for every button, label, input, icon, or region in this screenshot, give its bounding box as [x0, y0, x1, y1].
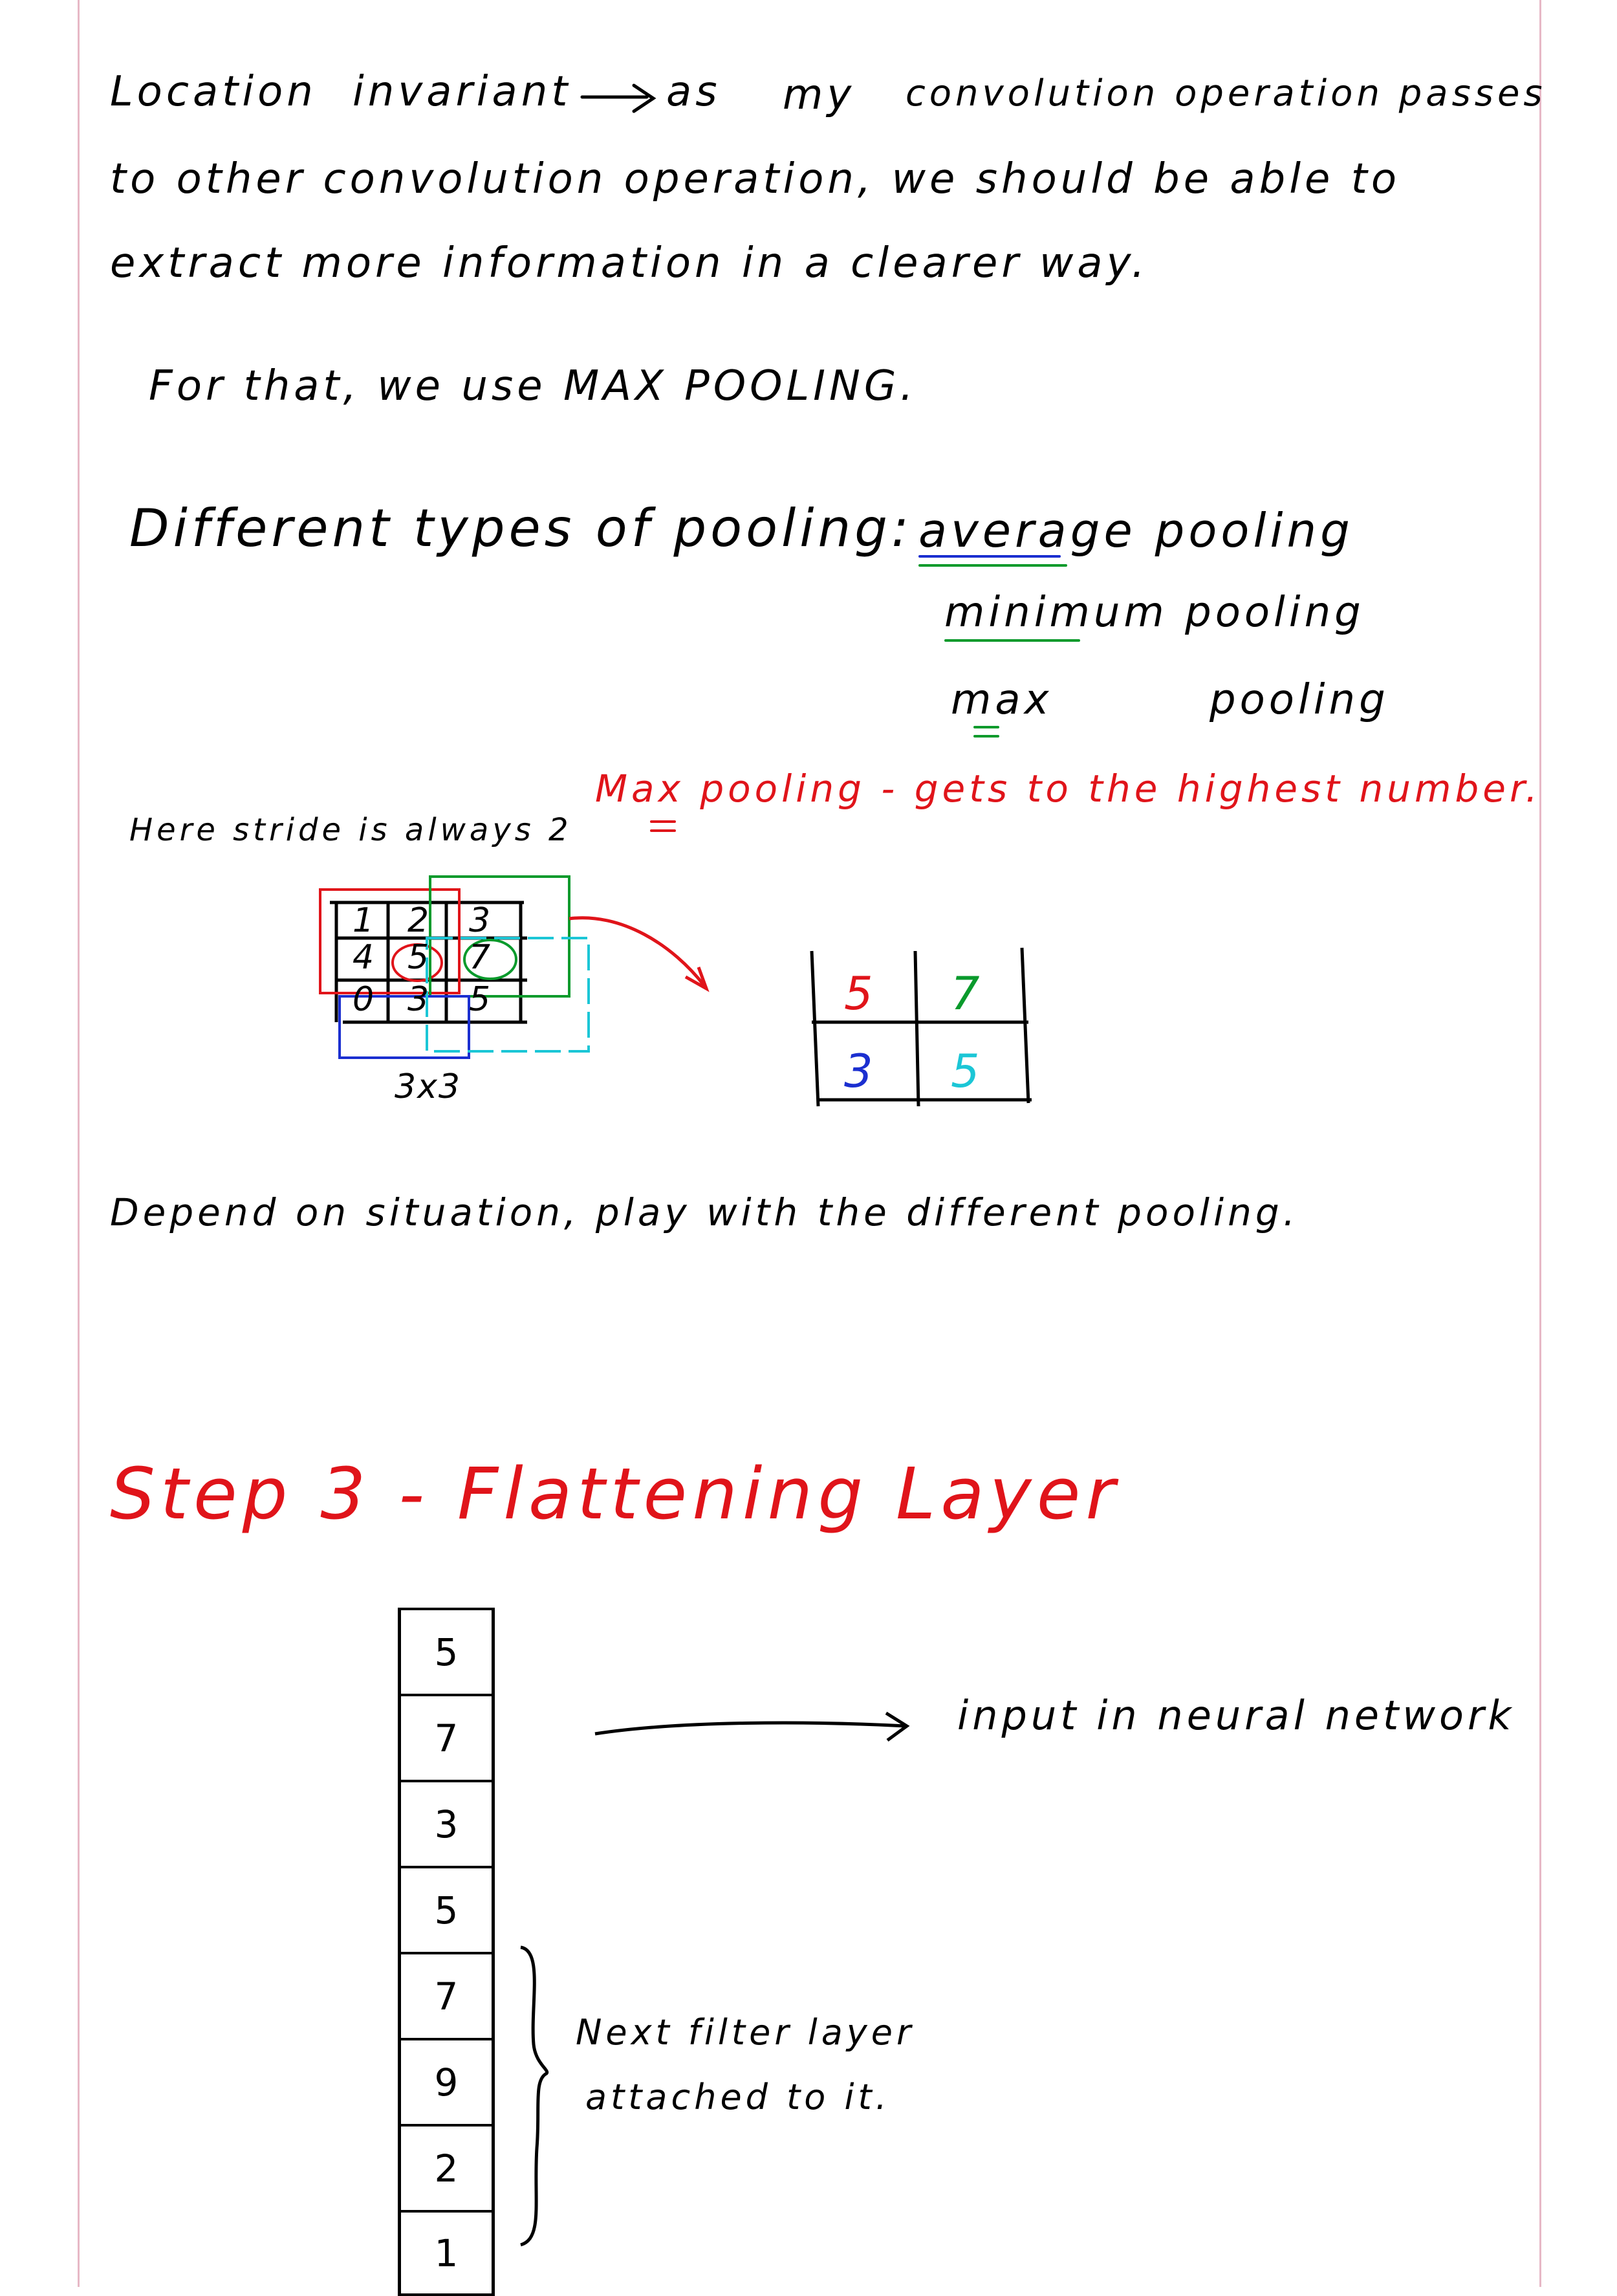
- next-filter-note-line2: attached to it.: [585, 2077, 891, 2117]
- flattened-cell: 9: [398, 2038, 495, 2124]
- flattened-value: 2: [434, 2146, 459, 2191]
- input-grid-cell: 7: [469, 938, 491, 977]
- input-grid-cell: 5: [469, 980, 491, 1019]
- pooling-type-average: average pooling: [918, 503, 1354, 558]
- flattened-value: 5: [434, 1888, 459, 1932]
- grid-size-label: 3x3: [395, 1067, 461, 1106]
- pooling-type-max: max: [951, 676, 1053, 724]
- input-grid-cell: 2: [407, 901, 429, 940]
- flattened-value: 9: [434, 2060, 459, 2105]
- pooled-grid-cell: 5: [951, 1045, 980, 1098]
- flattened-value: 1: [434, 2231, 459, 2275]
- input-grid-cell: 4: [353, 938, 374, 977]
- flattened-cell: 1: [398, 2210, 495, 2296]
- flattened-cell: 7: [398, 1952, 495, 2038]
- note-line-2: to other convolution operation, we shoul…: [110, 155, 1400, 203]
- input-grid-cell: 0: [353, 980, 374, 1019]
- max-underline-1: [973, 726, 999, 728]
- step3-title: Step 3 - Flattening Layer: [110, 1452, 1120, 1535]
- input-grid-cell: 3: [407, 980, 429, 1019]
- types-of-pooling-label: Different types of pooling:: [129, 498, 913, 558]
- max-underline-2: [973, 735, 999, 738]
- stride-note: Here stride is always 2: [129, 812, 572, 848]
- next-filter-note-line1: Next filter layer: [576, 2012, 915, 2053]
- pooled-grid-cell: 7: [951, 967, 980, 1020]
- input-grid-cell: 5: [407, 938, 429, 977]
- average-underline-1: [918, 555, 1061, 558]
- flattened-value: 7: [434, 1716, 459, 1760]
- max-note-underline-2: [650, 829, 676, 832]
- flattened-value: 3: [434, 1802, 459, 1846]
- note-line-3: extract more information in a clearer wa…: [110, 239, 1149, 287]
- flattened-cell: 7: [398, 1694, 495, 1780]
- left-margin-line: [78, 0, 80, 2287]
- right-margin-line: [1539, 0, 1541, 2287]
- pooling-type-max-word: pooling: [1210, 676, 1389, 724]
- note-convolution-passes: convolution operation passes: [906, 72, 1546, 115]
- flattened-cell: 2: [398, 2124, 495, 2210]
- note-max-pooling-intro: For that, we use MAX POOLING.: [149, 362, 917, 410]
- max-pooling-note: Max pooling - gets to the highest number…: [595, 767, 1541, 811]
- note-as: as: [666, 68, 721, 116]
- pooled-grid-cell: 5: [844, 967, 873, 1020]
- input-grid-cell: 1: [353, 901, 374, 940]
- max-note-underline-1: [650, 820, 676, 823]
- note-location: Location: [110, 68, 317, 116]
- pooled-grid-cell: 3: [844, 1045, 873, 1098]
- input-neural-network-note: input in neural network: [957, 1692, 1515, 1739]
- flattened-value: 5: [434, 1630, 459, 1674]
- flattened-cell: 3: [398, 1780, 495, 1866]
- minimum-underline: [944, 639, 1080, 642]
- input-grid-cell: 3: [469, 901, 491, 940]
- note-invariant: invariant: [353, 68, 572, 116]
- depend-note: Depend on situation, play with the diffe…: [110, 1190, 1299, 1234]
- flattened-cell: 5: [398, 1608, 495, 1694]
- flattened-value: 7: [434, 1974, 459, 2018]
- average-underline-2: [918, 564, 1067, 567]
- note-my: my: [783, 71, 856, 119]
- flattened-cell: 5: [398, 1866, 495, 1952]
- pooling-type-minimum: minimum pooling: [944, 589, 1365, 637]
